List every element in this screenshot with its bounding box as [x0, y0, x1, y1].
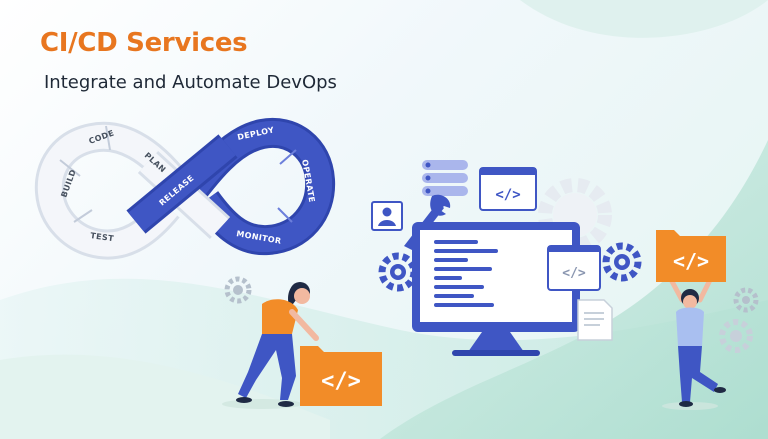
folder-code-symbol: </> [673, 249, 709, 273]
code-window-symbol: </> [495, 187, 520, 203]
document-icon [577, 299, 613, 341]
person-left [222, 282, 319, 409]
folder-icon: </> [300, 346, 382, 406]
loop-stage-test: TEST [90, 231, 115, 243]
background-wave [380, 140, 768, 439]
gear-icon [378, 252, 418, 292]
server-stack-icon [422, 160, 468, 196]
folder-code-symbol: </> [321, 369, 361, 394]
user-card-icon [371, 201, 403, 231]
folder-icon: </> [656, 230, 726, 282]
subheadline: Integrate and Automate DevOps [44, 72, 337, 93]
monitor-icon [412, 222, 580, 356]
gear-icon [733, 287, 759, 313]
gear-icon [224, 276, 252, 304]
gear-icon [719, 319, 753, 353]
code-window-symbol: </> [562, 266, 586, 281]
background-wave [0, 354, 330, 439]
headline: CI/CD Services [40, 28, 248, 58]
infinity-loop-icon: BUILD CODE PLAN TEST RELEASE DEPLOY OPER… [34, 117, 336, 260]
gear-icon [602, 242, 642, 282]
code-window-icon: </> [547, 245, 601, 291]
code-window-icon: </> [479, 167, 537, 211]
background-wave [520, 0, 768, 38]
